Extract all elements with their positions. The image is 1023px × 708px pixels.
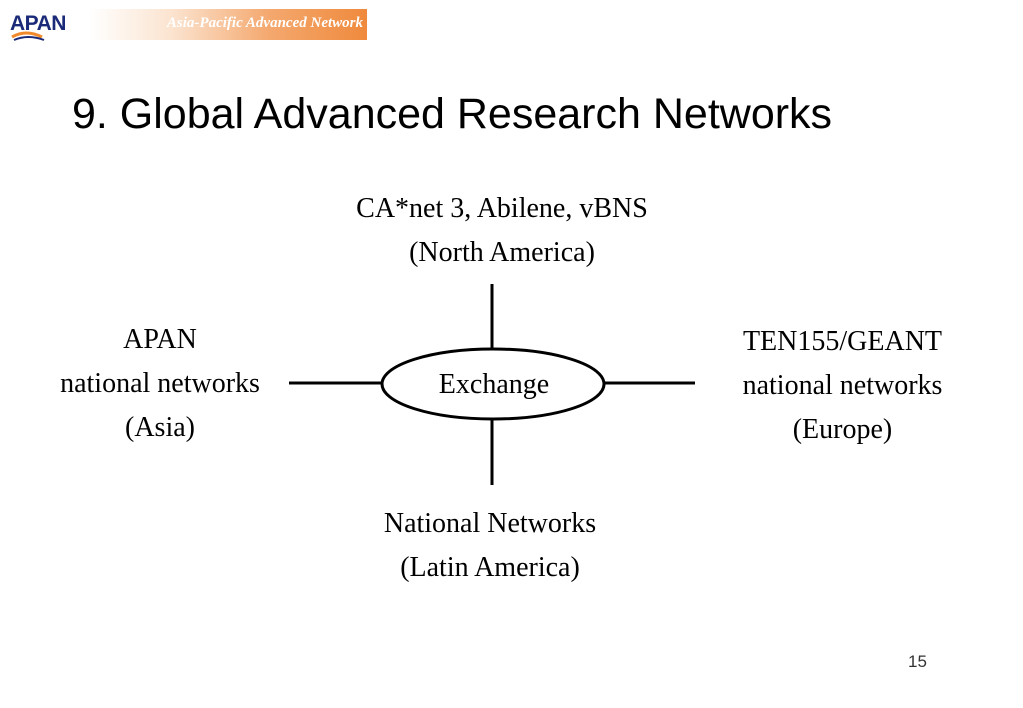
logo-swoosh-icon [11, 31, 45, 41]
logo-text: APAN [10, 12, 66, 35]
node-europe-line2: national networks [742, 370, 943, 401]
banner-text: Asia-Pacific Advanced Network [166, 15, 363, 31]
node-asia-line1: APAN [123, 324, 197, 355]
node-north-america: CA*net 3, Abilene, vBNS (North America) [302, 187, 702, 275]
node-asia-line3: (Asia) [125, 412, 195, 443]
node-europe-line3: (Europe) [792, 414, 893, 445]
header-banner: Asia-Pacific Advanced Network [89, 9, 367, 40]
node-europe-line1: TEN155/GEANT [742, 326, 943, 357]
node-latin-america: National Networks (Latin America) [330, 502, 650, 590]
node-latin-line2: (Latin America) [400, 552, 580, 583]
node-north-line2: (North America) [409, 237, 595, 268]
exchange-label: Exchange [438, 369, 550, 400]
node-asia: APAN national networks (Asia) [20, 318, 300, 450]
slide-title: 9. Global Advanced Research Networks [72, 90, 833, 138]
node-asia-line2: national networks [60, 368, 260, 399]
exchange-ellipse [380, 347, 606, 421]
apan-logo: APAN [8, 7, 88, 43]
page-number: 15 [908, 652, 927, 671]
node-north-line1: CA*net 3, Abilene, vBNS [356, 193, 648, 224]
node-latin-line1: National Networks [383, 508, 597, 539]
node-europe: TEN155/GEANT national networks (Europe) [700, 320, 985, 452]
